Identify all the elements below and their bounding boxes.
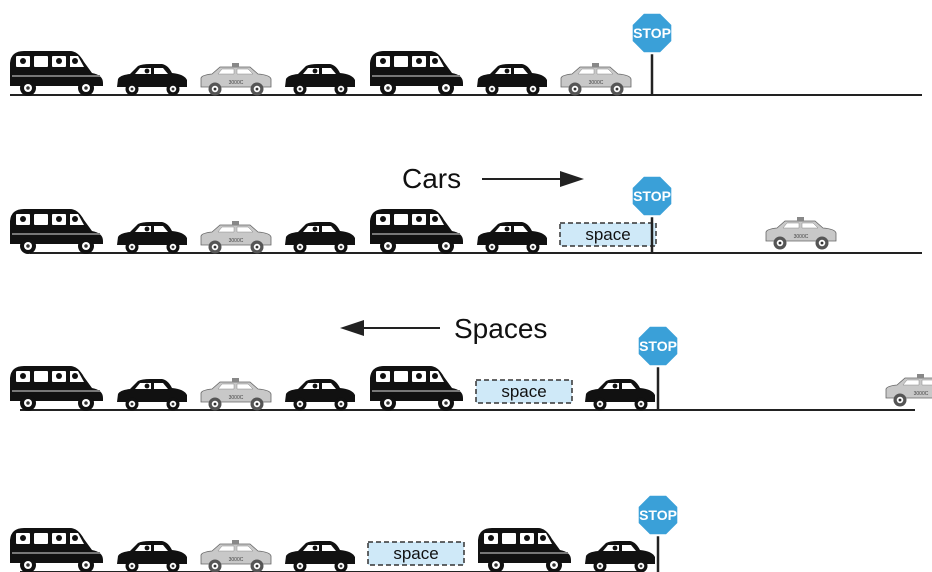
- space-box: space: [475, 379, 573, 404]
- van-icon: [370, 209, 463, 254]
- space-box: space: [367, 541, 465, 566]
- queue-row-3: Spaces 3000C space STOP 3000C: [10, 313, 932, 411]
- queue-row-1: 3000C 3000C STOP: [10, 11, 922, 96]
- van-icon: [370, 366, 463, 411]
- taxi-plate-text: 3000C: [229, 238, 244, 244]
- van-icon: [10, 51, 103, 96]
- taxi-plate-text: 3000C: [914, 391, 929, 397]
- taxi-icon: 3000C: [560, 63, 632, 96]
- stop-sign: STOP: [636, 493, 680, 572]
- space-box: space: [559, 222, 657, 247]
- car-icon: [285, 541, 355, 572]
- taxi-icon: 3000C: [200, 540, 272, 572]
- car-icon: [585, 541, 655, 572]
- taxi-icon: 3000C: [200, 221, 272, 254]
- space-label: space: [393, 544, 438, 563]
- stop-sign: STOP: [636, 324, 680, 410]
- stop-sign-text: STOP: [633, 188, 671, 204]
- car-icon: [285, 64, 355, 96]
- taxi-plate-text: 3000C: [229, 80, 244, 86]
- van-icon: [10, 209, 103, 254]
- van-icon: [10, 366, 103, 411]
- stop-sign-text: STOP: [633, 25, 671, 41]
- van-icon: [478, 528, 571, 572]
- cars-arrow-label: Cars: [402, 163, 584, 194]
- queue-row-4: 3000C space STOP: [10, 493, 680, 572]
- taxi-plate-text: 3000C: [589, 80, 604, 86]
- stop-sign-text: STOP: [639, 507, 677, 523]
- taxi-plate-text: 3000C: [794, 234, 809, 240]
- taxi-icon: 3000C: [885, 374, 932, 407]
- van-icon: [370, 51, 463, 96]
- car-icon: [285, 222, 355, 254]
- car-icon: [117, 541, 187, 572]
- stop-sign-text: STOP: [639, 338, 677, 354]
- arrow-right-icon: [482, 171, 584, 187]
- taxi-icon: 3000C: [200, 378, 272, 411]
- cars-label: Cars: [402, 163, 461, 194]
- car-icon: [285, 379, 355, 411]
- spaces-label: Spaces: [454, 313, 547, 344]
- car-icon: [117, 222, 187, 254]
- car-icon: [117, 379, 187, 411]
- car-icon: [477, 222, 547, 254]
- taxi-icon: 3000C: [765, 217, 837, 250]
- space-label: space: [501, 382, 546, 401]
- spaces-arrow-label: Spaces: [340, 313, 547, 344]
- taxi-plate-text: 3000C: [229, 557, 244, 563]
- space-label: space: [585, 225, 630, 244]
- queue-row-2: Cars 3000C space STOP 3000C: [10, 163, 922, 254]
- arrow-left-icon: [340, 320, 440, 336]
- stop-sign: STOP: [630, 11, 674, 95]
- van-icon: [10, 528, 103, 572]
- car-icon: [117, 64, 187, 96]
- stop-sign: STOP: [630, 174, 674, 253]
- car-icon: [477, 64, 547, 96]
- taxi-icon: 3000C: [200, 63, 272, 96]
- taxi-plate-text: 3000C: [229, 395, 244, 401]
- car-icon: [585, 379, 655, 411]
